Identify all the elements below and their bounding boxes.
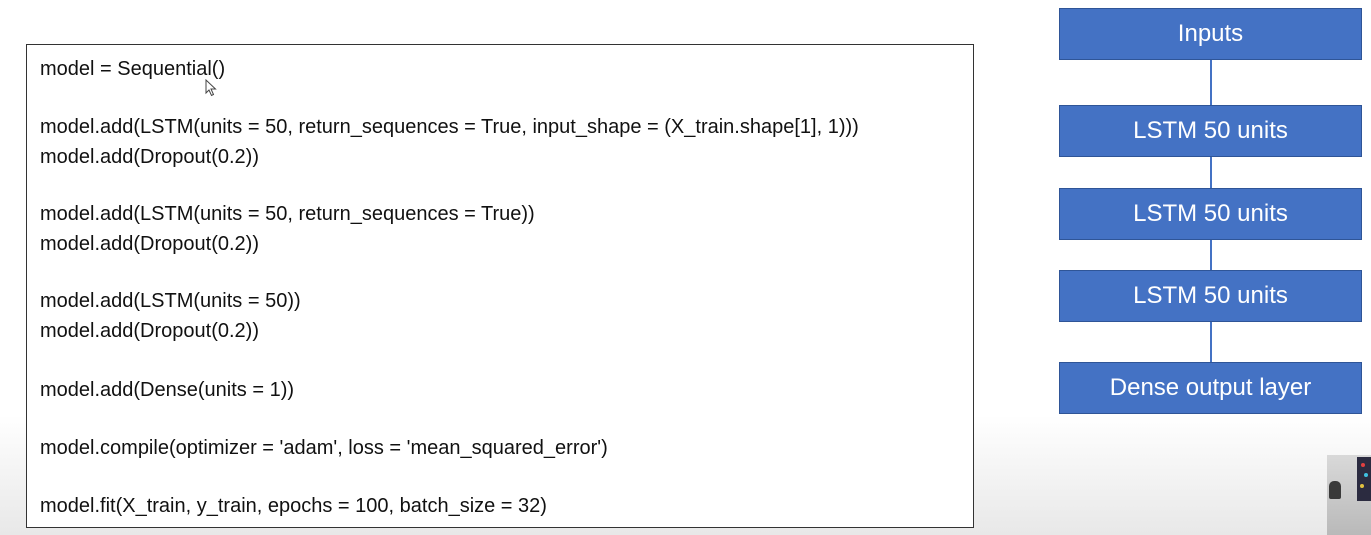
code-line-dropout-1: model.add(Dropout(0.2)) [40, 146, 259, 168]
mouse-pointer-icon [205, 79, 217, 97]
diagram-box-lstm-2: LSTM 50 units [1059, 188, 1362, 240]
webcam-thumbnail [1327, 455, 1371, 535]
webcam-figure [1329, 481, 1341, 499]
code-line-compile: model.compile(optimizer = 'adam', loss =… [40, 437, 608, 459]
webcam-poster [1357, 457, 1371, 501]
code-line-dropout-3: model.add(Dropout(0.2)) [40, 320, 259, 342]
connector-line [1210, 322, 1212, 362]
diagram-box-inputs: Inputs [1059, 8, 1362, 60]
code-line-fit: model.fit(X_train, y_train, epochs = 100… [40, 495, 547, 517]
connector-line [1210, 60, 1212, 105]
diagram-box-dense-output: Dense output layer [1059, 362, 1362, 414]
diagram-box-lstm-1: LSTM 50 units [1059, 105, 1362, 157]
code-line-lstm-2: model.add(LSTM(units = 50, return_sequen… [40, 203, 535, 225]
diagram-box-lstm-3: LSTM 50 units [1059, 270, 1362, 322]
code-line-dropout-2: model.add(Dropout(0.2)) [40, 233, 259, 255]
code-line-lstm-3: model.add(LSTM(units = 50)) [40, 290, 301, 312]
code-line-sequential: model = Sequential() [40, 58, 226, 80]
connector-line [1210, 240, 1212, 270]
code-line-dense: model.add(Dense(units = 1)) [40, 379, 295, 401]
connector-line [1210, 157, 1212, 188]
code-line-lstm-1: model.add(LSTM(units = 50, return_sequen… [40, 116, 859, 138]
code-panel: model = Sequential() model.add(LSTM(unit… [26, 44, 974, 528]
